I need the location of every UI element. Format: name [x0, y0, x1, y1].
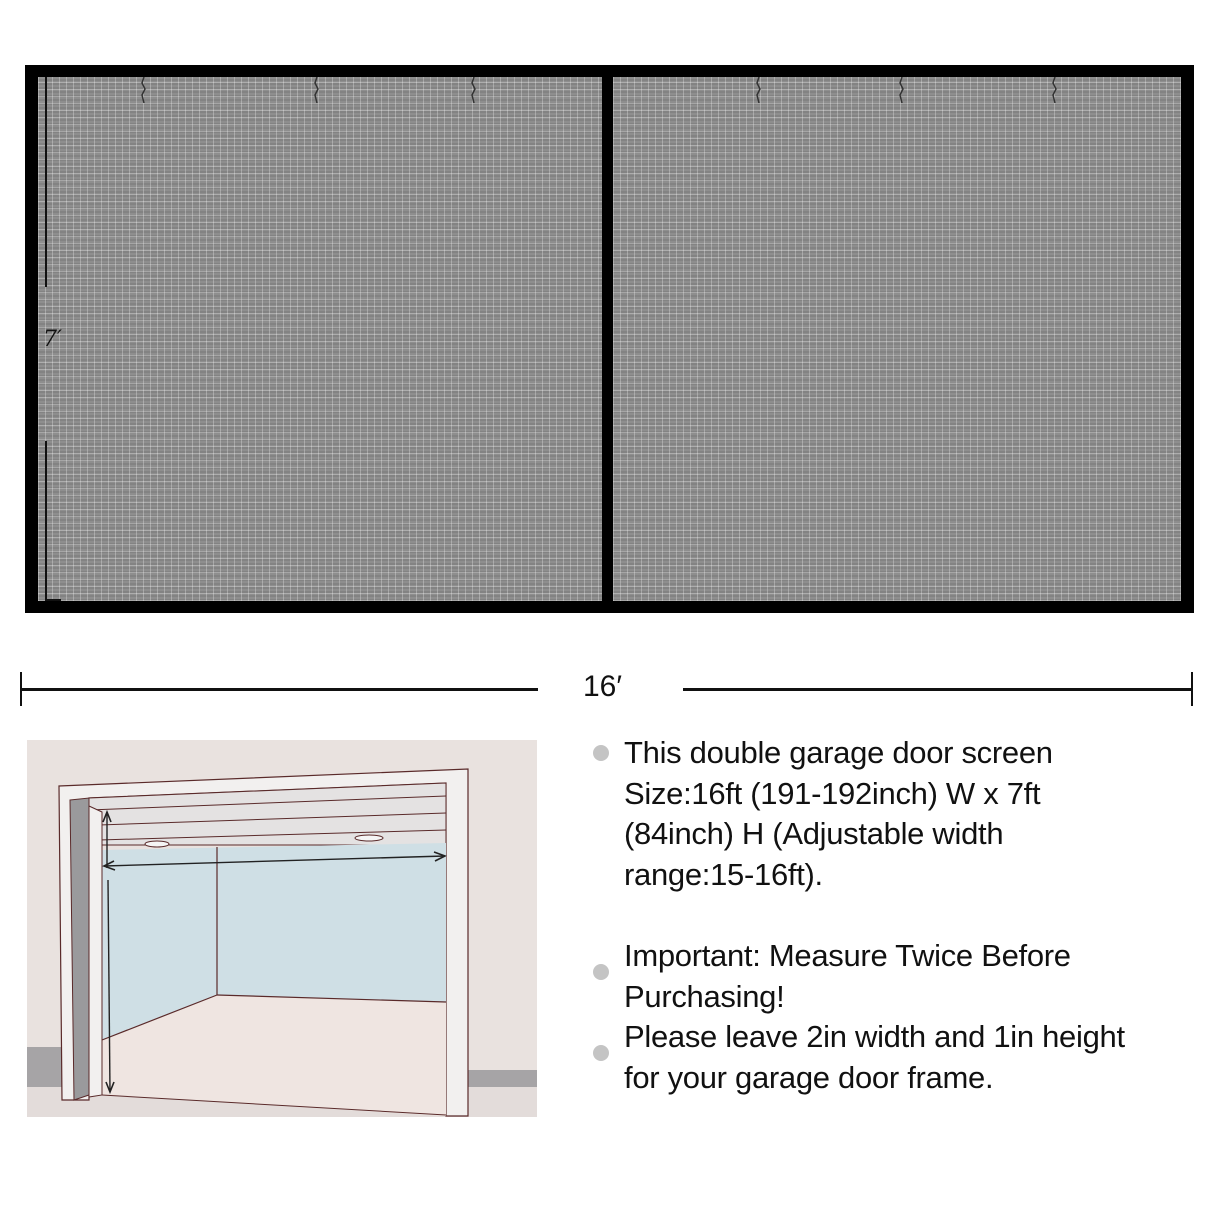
hook-icon — [898, 77, 906, 103]
dimension-tick — [1191, 672, 1193, 706]
garage-screen-image: 7′ — [25, 65, 1194, 613]
mesh-panel-left — [38, 77, 602, 601]
hook-icon — [140, 77, 148, 103]
feature-text: Important: Measure Twice Before Purchasi… — [624, 938, 1071, 1014]
dimension-line — [683, 688, 1193, 691]
width-dimension: 16′ — [20, 670, 1193, 706]
garage-measurement-illustration — [27, 740, 537, 1117]
feature-text: This double garage door screen Size:16ft… — [624, 735, 1053, 892]
bullet-dot-icon — [593, 964, 609, 980]
mesh-panel-right — [613, 77, 1181, 601]
height-dimension-line — [45, 441, 47, 601]
hook-icon — [313, 77, 321, 103]
magnetic-seam — [602, 65, 613, 613]
height-label: 7′ — [43, 327, 62, 352]
bullet-dot-icon — [593, 1045, 609, 1061]
hook-icon — [470, 77, 478, 103]
dimension-line — [20, 688, 538, 691]
hook-icon — [1051, 77, 1059, 103]
feature-text: Please leave 2in width and 1in height fo… — [624, 1019, 1125, 1095]
bullet-dot-icon — [593, 745, 609, 761]
width-label: 16′ — [583, 670, 622, 703]
height-dimension-cap — [45, 599, 61, 601]
hook-icon — [755, 77, 763, 103]
height-dimension-line — [45, 77, 47, 287]
